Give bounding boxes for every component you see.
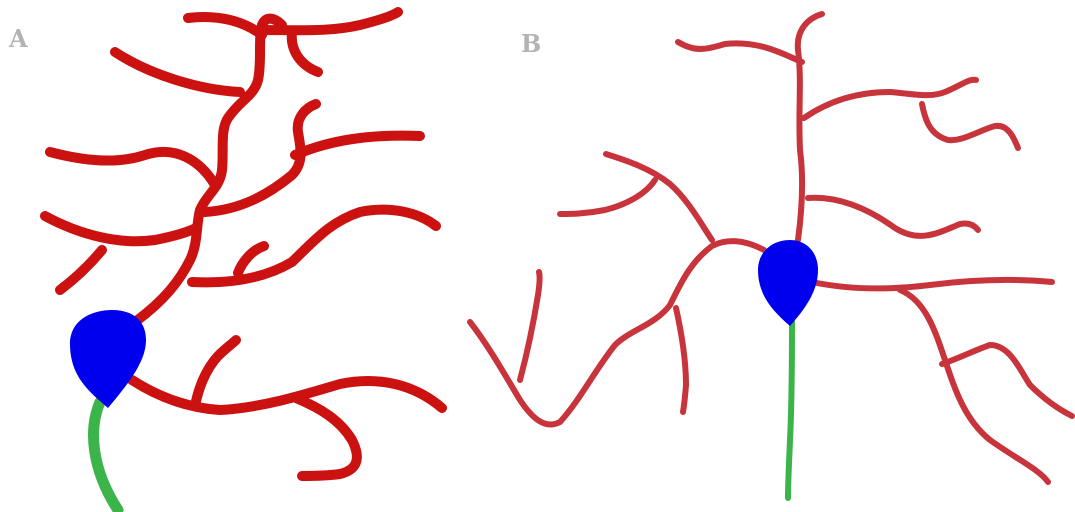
- neuron-b-branch: [900, 290, 1048, 482]
- neuron-a: [45, 12, 442, 510]
- neuron-b-branch: [808, 198, 978, 236]
- neuron-a-branch: [45, 216, 196, 241]
- neuron-a-branch: [296, 398, 357, 476]
- neuron-a-branch: [292, 32, 318, 72]
- neuron-a-branch: [132, 380, 442, 410]
- neuron-b-branch: [812, 280, 1052, 289]
- neuron-b-branch: [560, 180, 655, 214]
- neuron-a-branch: [238, 246, 264, 273]
- neuron-a-dendrites: [45, 12, 442, 476]
- neuron-b-branch: [804, 80, 976, 118]
- neuron-a-branch: [195, 340, 236, 406]
- neuron-b-branch: [606, 154, 712, 240]
- neuron-a-branch: [60, 250, 102, 290]
- neuron-a-axon: [94, 402, 118, 510]
- neuron-b-branch: [470, 241, 764, 424]
- neuron-b: [470, 14, 1072, 498]
- neuron-a-branch: [188, 17, 262, 35]
- neuron-b-branch: [922, 104, 1018, 148]
- neuron-b-soma: [758, 240, 818, 326]
- neuron-b-main-dendrite: [798, 14, 822, 240]
- neuron-b-branch: [676, 308, 686, 412]
- neuron-a-branch: [192, 210, 436, 283]
- neuron-a-branch: [115, 52, 240, 92]
- neuron-a-branch: [50, 152, 215, 185]
- neuron-b-branch: [678, 42, 802, 62]
- neuron-a-soma: [70, 310, 146, 408]
- neuron-b-branch: [520, 272, 540, 380]
- neuron-b-axon: [788, 322, 792, 498]
- neuron-a-branch: [295, 136, 420, 155]
